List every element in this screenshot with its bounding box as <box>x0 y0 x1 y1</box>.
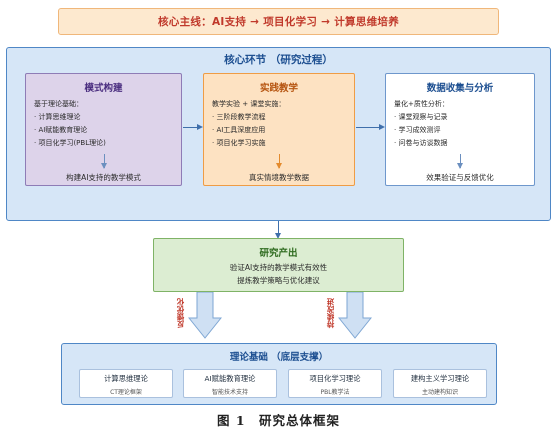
research-output-line: 验证AI支持的教学模式有效性 <box>229 263 328 272</box>
theory-sub: 主动建构知识 <box>421 389 458 396</box>
card-line: 量化+质性分析： <box>394 100 449 108</box>
theory-box-pbl: 项目化学习理论 PBL教学法 <box>288 369 382 398</box>
card-line: · AI工具深度应用 <box>212 126 266 134</box>
core-process-title: 核心环节 （研究过程） <box>224 54 333 66</box>
card-title: 实践教学 <box>259 83 298 94</box>
card-content: 量化+质性分析： · 课堂观察与记录 · 学习成效测评 · 问卷与访谈数据 <box>394 98 449 150</box>
down-arrow-icon <box>457 154 463 169</box>
theory-sub: PBL教学法 <box>320 389 350 396</box>
theory-name: 建构主义学习理论 <box>410 374 470 383</box>
theory-sub: 智能技术支持 <box>211 389 248 396</box>
card-line: · AI赋能教育理论 <box>34 126 88 134</box>
theory-box-constructivism: 建构主义学习理论 主动建构知识 <box>393 369 487 398</box>
figure-caption: 图 1 研究总体框架 <box>216 413 341 428</box>
research-output-line: 提炼教学策略与优化建议 <box>237 276 320 285</box>
right-arrow-icon <box>356 124 385 130</box>
improve-down-arrow-icon <box>338 292 372 339</box>
research-output-title: 研究产出 <box>259 248 298 259</box>
improve-label: 持续改进 <box>326 298 335 328</box>
down-arrow-icon <box>275 221 281 239</box>
card-line: · 学习成效测评 <box>394 126 441 134</box>
card-line: · 问卷与访谈数据 <box>394 139 448 147</box>
theory-name: 计算思维理论 <box>104 374 148 383</box>
theory-box-ct: 计算思维理论 CT理论框架 <box>79 369 173 398</box>
card-title: 模式构建 <box>84 83 123 94</box>
card-line: 基于理论基础： <box>34 100 83 108</box>
theory-base-title: 理论基础 （底层支撑） <box>229 352 329 363</box>
card-content: 基于理论基础： · 计算思维理论 · AI赋能教育理论 · 项目化学习(PBL理… <box>34 98 106 150</box>
card-footer: 效果验证与反馈优化 <box>426 173 494 182</box>
theory-sub: CT理论框架 <box>110 389 142 396</box>
research-output-box: 研究产出 验证AI支持的教学模式有效性 提炼教学策略与优化建议 <box>153 238 404 292</box>
theory-box-ai: AI赋能教育理论 智能技术支持 <box>183 369 277 398</box>
main-line-banner: 核心主线：AI支持 → 项目化学习 → 计算思维培养 <box>58 8 499 35</box>
feedback-label: 反馈优化 <box>176 298 185 328</box>
main-line-text: 核心主线：AI支持 → 项目化学习 → 计算思维培养 <box>157 16 400 28</box>
model-construction-card: 模式构建 基于理论基础： · 计算思维理论 · AI赋能教育理论 · 项目化学习… <box>25 73 182 186</box>
card-footer: 真实情境教学数据 <box>249 173 309 182</box>
right-arrow-icon <box>183 124 203 130</box>
teaching-practice-card: 实践教学 教学实验 + 课堂实施： · 三阶段教学流程 · AI工具深度应用 ·… <box>203 73 355 186</box>
card-title: 数据收集与分析 <box>426 83 494 94</box>
data-analysis-card: 数据收集与分析 量化+质性分析： · 课堂观察与记录 · 学习成效测评 · 问卷… <box>385 73 535 186</box>
theory-name: 项目化学习理论 <box>309 374 361 383</box>
feedback-down-arrow-icon <box>188 292 222 339</box>
card-line: · 课堂观察与记录 <box>394 113 448 121</box>
card-footer: 构建AI支持的教学模式 <box>66 173 141 182</box>
card-content: 教学实验 + 课堂实施： · 三阶段教学流程 · AI工具深度应用 · 项目化学… <box>212 98 285 150</box>
theory-base-section: 理论基础 （底层支撑） 计算思维理论 CT理论框架 AI赋能教育理论 智能技术支… <box>61 343 497 405</box>
card-line: · 计算思维理论 <box>34 113 81 121</box>
card-line: · 项目化学习(PBL理论) <box>34 139 106 147</box>
card-line: · 项目化学习实施 <box>212 139 266 147</box>
card-line: · 三阶段教学流程 <box>212 113 266 121</box>
card-line: 教学实验 + 课堂实施： <box>212 100 286 108</box>
theory-name: AI赋能教育理论 <box>204 374 256 383</box>
down-arrow-icon <box>276 154 282 169</box>
down-arrow-icon <box>100 154 107 169</box>
